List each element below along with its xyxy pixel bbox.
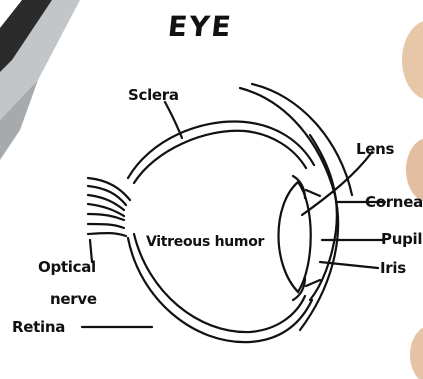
label-sclera: Sclera bbox=[128, 86, 179, 104]
label-lens: Lens bbox=[356, 140, 394, 158]
label-pupil: Pupil bbox=[381, 230, 422, 248]
label-vitreous-humor: Vitreous humor bbox=[146, 234, 264, 250]
retina-outer bbox=[128, 238, 312, 342]
pen-icon bbox=[0, 0, 80, 160]
diagram-title: EYE bbox=[166, 10, 289, 43]
label-nerve: nerve bbox=[50, 290, 97, 308]
label-retina: Retina bbox=[12, 318, 65, 336]
label-optical: Optical bbox=[38, 258, 96, 276]
label-iris: Iris bbox=[380, 259, 406, 277]
sclera-outer bbox=[128, 122, 314, 178]
label-cornea: Cornea bbox=[365, 193, 423, 211]
sclera-inner bbox=[134, 131, 306, 183]
